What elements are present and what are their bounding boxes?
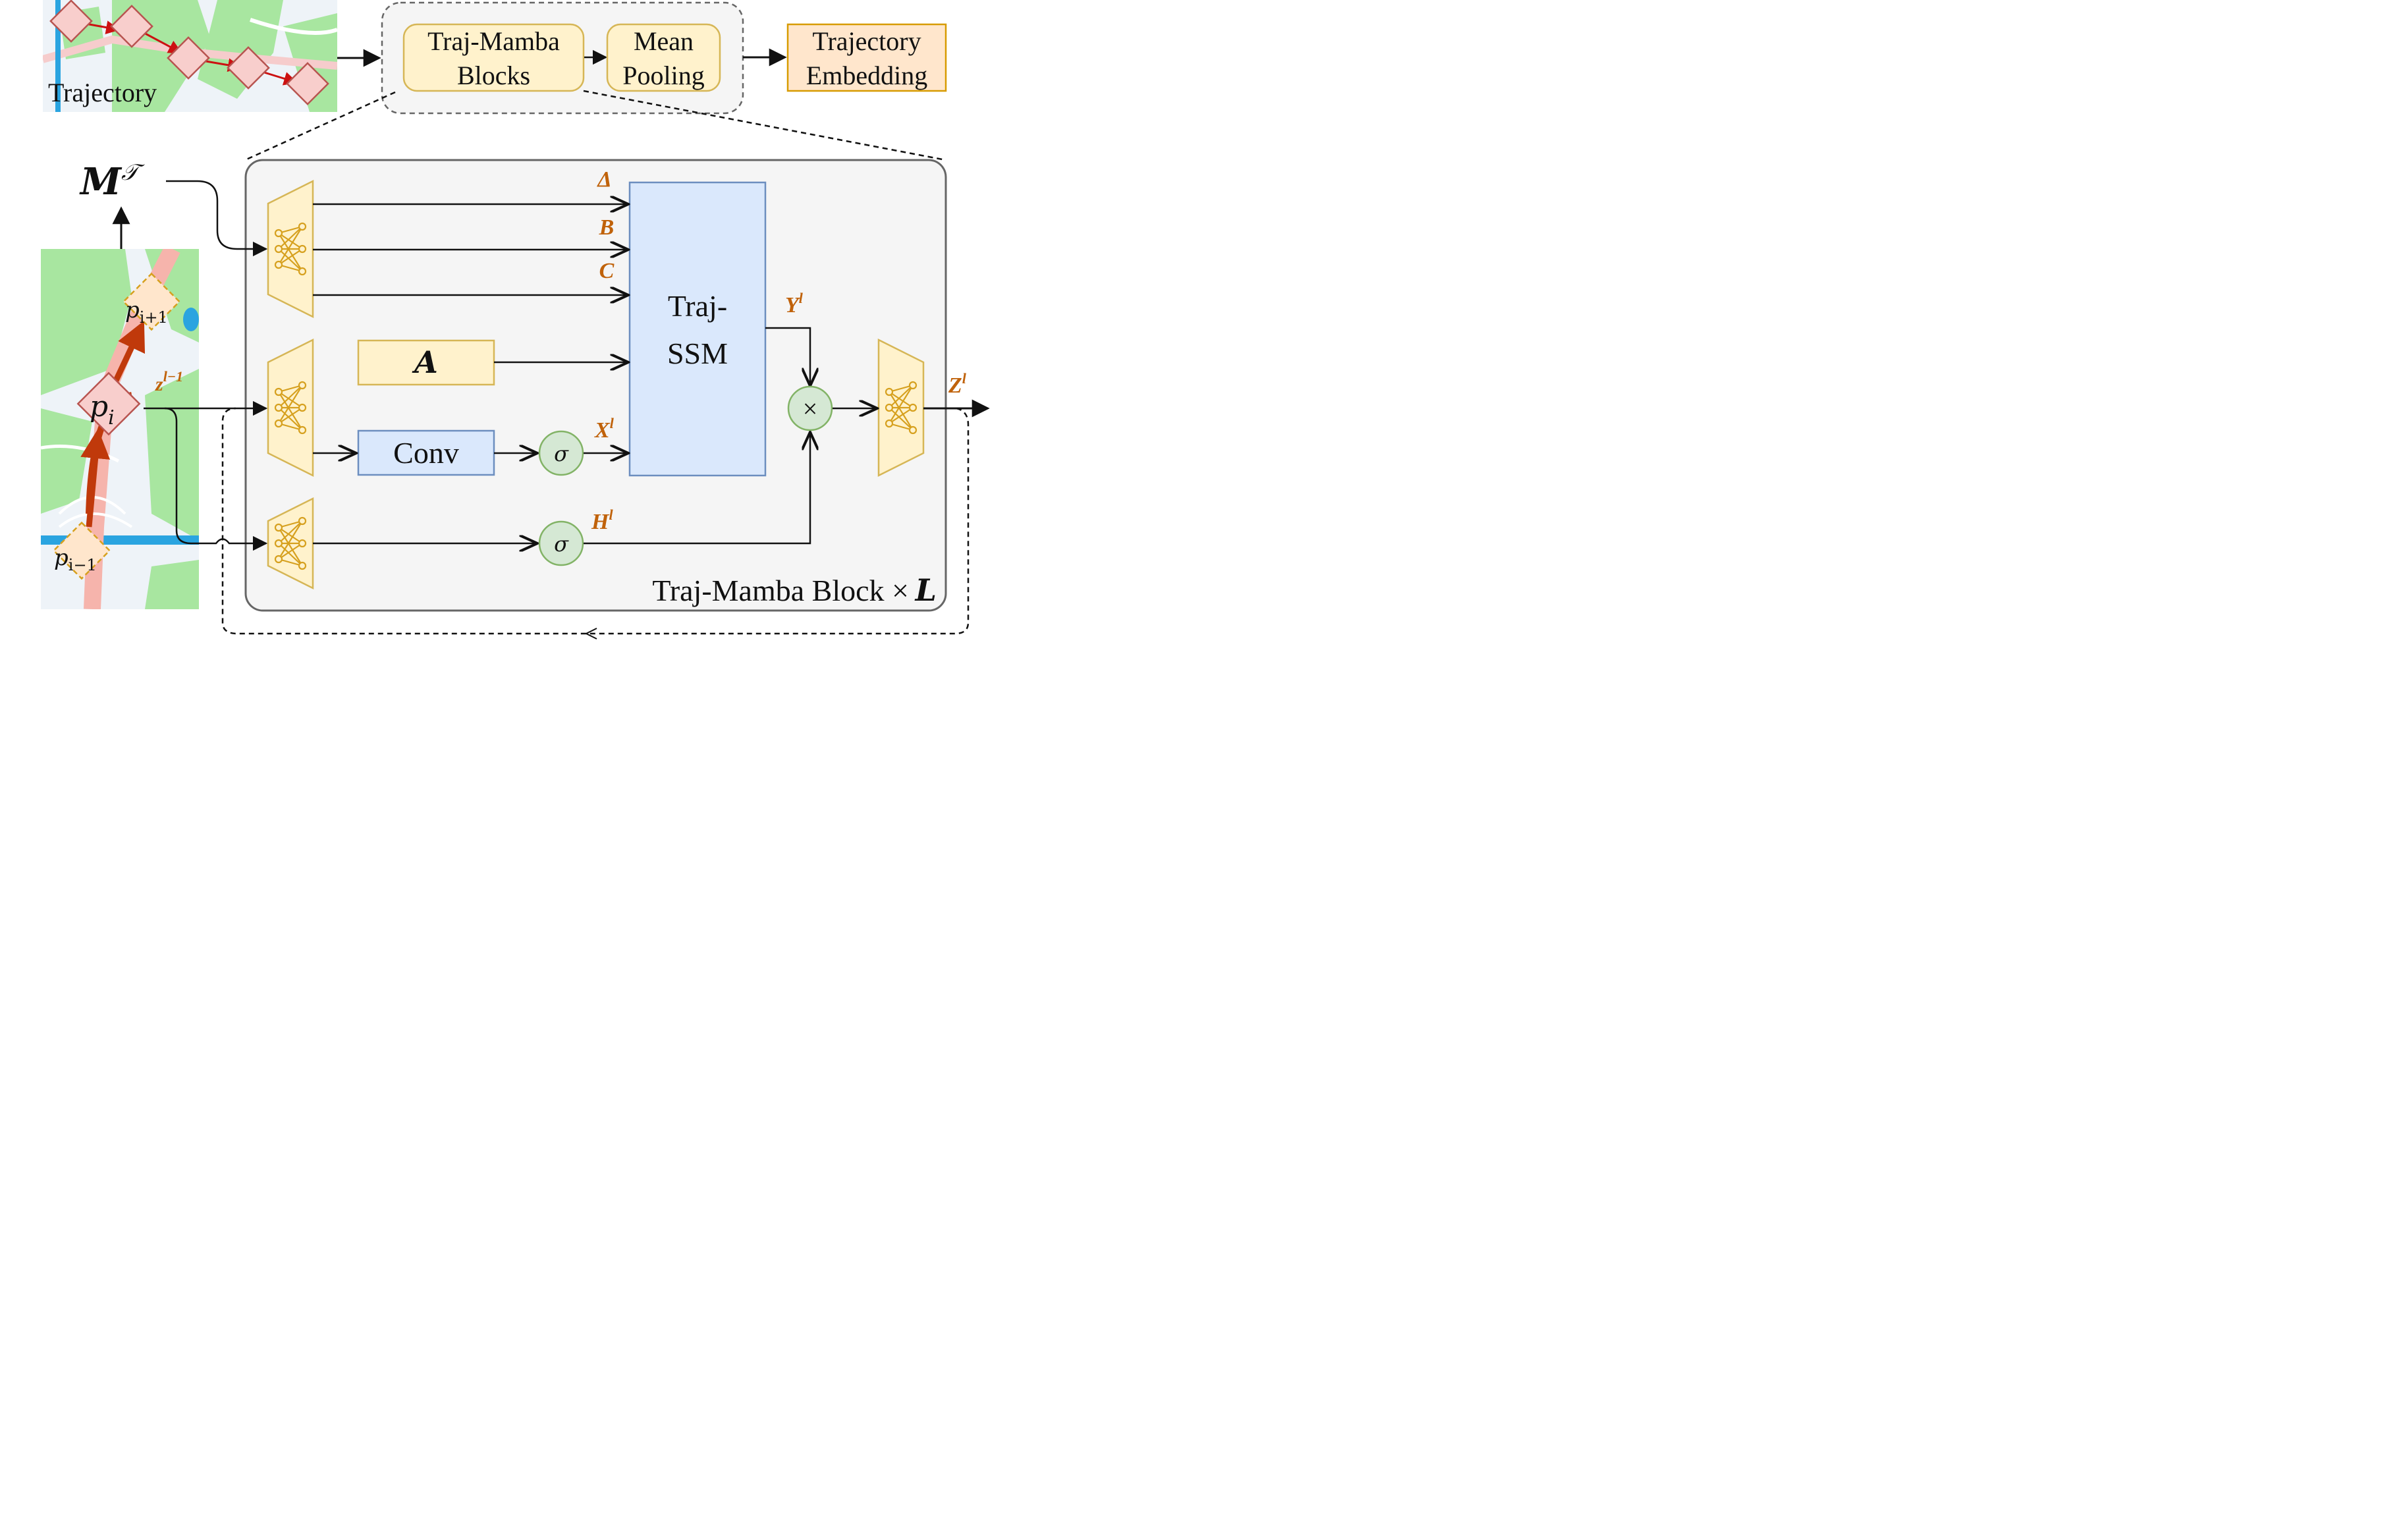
conv-label: Conv (393, 436, 459, 470)
z-out-label: Zl (948, 370, 967, 398)
traj-mamba-blocks-box (402, 23, 585, 92)
traj-ssm-label-2: SSM (667, 337, 728, 370)
delta-label: Δ (596, 167, 611, 192)
traj-mamba-blocks-label-1: Traj-Mamba (427, 26, 560, 56)
multiply-symbol: × (803, 394, 818, 423)
sigma-h-label: σ (554, 532, 569, 557)
h-label: Hl (591, 506, 613, 534)
trajectory-embedding-label-1: Trajectory (812, 26, 921, 56)
m-tau-label: M𝒯 (79, 159, 145, 204)
sigma-h-node (538, 520, 584, 566)
c-label: C (599, 259, 615, 283)
conv-box (357, 429, 495, 476)
trajectory-embedding-label-2: Embedding (806, 61, 927, 90)
sigma-x-node (538, 430, 584, 476)
trajectory-embedding-box (786, 23, 947, 92)
traj-mamba-block-frame (244, 159, 947, 612)
mean-pooling-label-2: Pooling (622, 61, 704, 90)
b-label: B (599, 215, 615, 240)
p-prev-label: pi−1 (54, 545, 97, 574)
top-trajectory-point-2 (110, 5, 153, 48)
y-label: Yl (785, 290, 804, 317)
nn-icon-x (274, 381, 307, 435)
traj-ssm-box (628, 181, 767, 477)
z-in-label: zl−1 (155, 368, 183, 395)
x-label: Xl (594, 415, 615, 443)
block-footer-L: L (914, 572, 937, 608)
nn-icon-mtau (274, 222, 307, 276)
mean-pooling-box (606, 23, 721, 92)
sigma-x-label: σ (554, 441, 569, 466)
nn-icon-h (274, 516, 307, 570)
p-prev-node (52, 521, 111, 580)
traj-ssm-label-1: Traj- (668, 289, 727, 323)
p-next-node (122, 272, 181, 331)
p-i-node (76, 371, 141, 436)
trajectory-map-label: Trajectory (48, 78, 157, 107)
top-trajectory-map (43, 0, 337, 112)
nn-icon-out (885, 381, 917, 435)
traj-mamba-blocks-label-2: Blocks (457, 61, 530, 90)
multiply-node (787, 385, 833, 431)
diagram-canvas: Trajectory Traj-Mamba Blocks Mean Poolin… (41, 0, 990, 640)
top-trajectory-point-5 (286, 62, 329, 105)
block-footer-label: Traj-Mamba Block × (652, 574, 909, 607)
top-trajectory-point-1 (49, 0, 93, 43)
top-trajectory-point-4 (227, 46, 270, 90)
p-next-label: pi+1 (125, 297, 168, 327)
mean-pooling-label-1: Mean (634, 26, 694, 56)
a-matrix-box (357, 339, 495, 386)
a-matrix-label: A (412, 344, 438, 380)
p-i-label: pi (90, 390, 115, 429)
top-trajectory-point-3 (167, 36, 210, 80)
